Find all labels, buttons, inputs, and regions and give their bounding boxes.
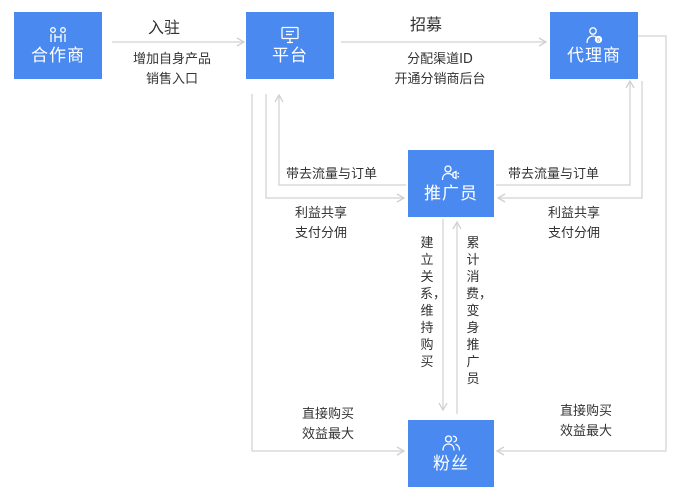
node-agent: B 代理商 — [550, 12, 638, 79]
group-icon — [442, 434, 461, 451]
edge-platform-fans — [251, 94, 406, 456]
label-recruit-desc: 分配渠道ID 开通分销商后台 — [394, 52, 486, 87]
label-profit-share-right: 利益共享 支付分佣 — [547, 206, 600, 241]
node-promoter: 推广员 — [408, 150, 494, 217]
label-accumulate: 累计消费，变身推广员 — [466, 236, 493, 387]
label-direct-buy-left: 直接购买 效益最大 — [301, 407, 354, 442]
edge-agent-fans — [495, 35, 667, 456]
node-fans-label: 粉丝 — [433, 453, 469, 474]
user-badge-icon: B — [586, 26, 603, 43]
label-profit-share-left: 利益共享 支付分佣 — [294, 206, 347, 241]
label-build-relation: 建立关系，维持购买 — [420, 236, 447, 370]
edge-promoter-platform — [274, 93, 406, 186]
node-partner-label: 合作商 — [31, 45, 85, 66]
label-direct-buy-right: 直接购买 效益最大 — [559, 404, 612, 439]
monitor-icon — [281, 26, 299, 43]
node-platform: 平台 — [246, 12, 334, 79]
label-settle-in-desc: 增加自身产品 销售入口 — [132, 52, 211, 87]
node-promoter-label: 推广员 — [424, 183, 478, 204]
handshake-people-icon — [50, 26, 66, 42]
label-recruit: 招募 — [410, 15, 443, 34]
node-fans: 粉丝 — [408, 420, 494, 487]
label-bring-traffic-left: 带去流量与订单 — [286, 167, 378, 182]
node-platform-label: 平台 — [272, 45, 308, 66]
label-bring-traffic-right: 带去流量与订单 — [508, 167, 600, 182]
people-megaphone-icon — [441, 164, 460, 180]
label-settle-in: 入驻 — [148, 18, 181, 37]
svg-text:B: B — [597, 37, 600, 43]
edge-agent-promoter — [496, 81, 643, 203]
edge-promoter-agent — [496, 79, 635, 186]
edge-platform-promoter — [265, 94, 406, 203]
node-partner: 合作商 — [14, 12, 102, 79]
node-agent-label: 代理商 — [567, 45, 621, 66]
